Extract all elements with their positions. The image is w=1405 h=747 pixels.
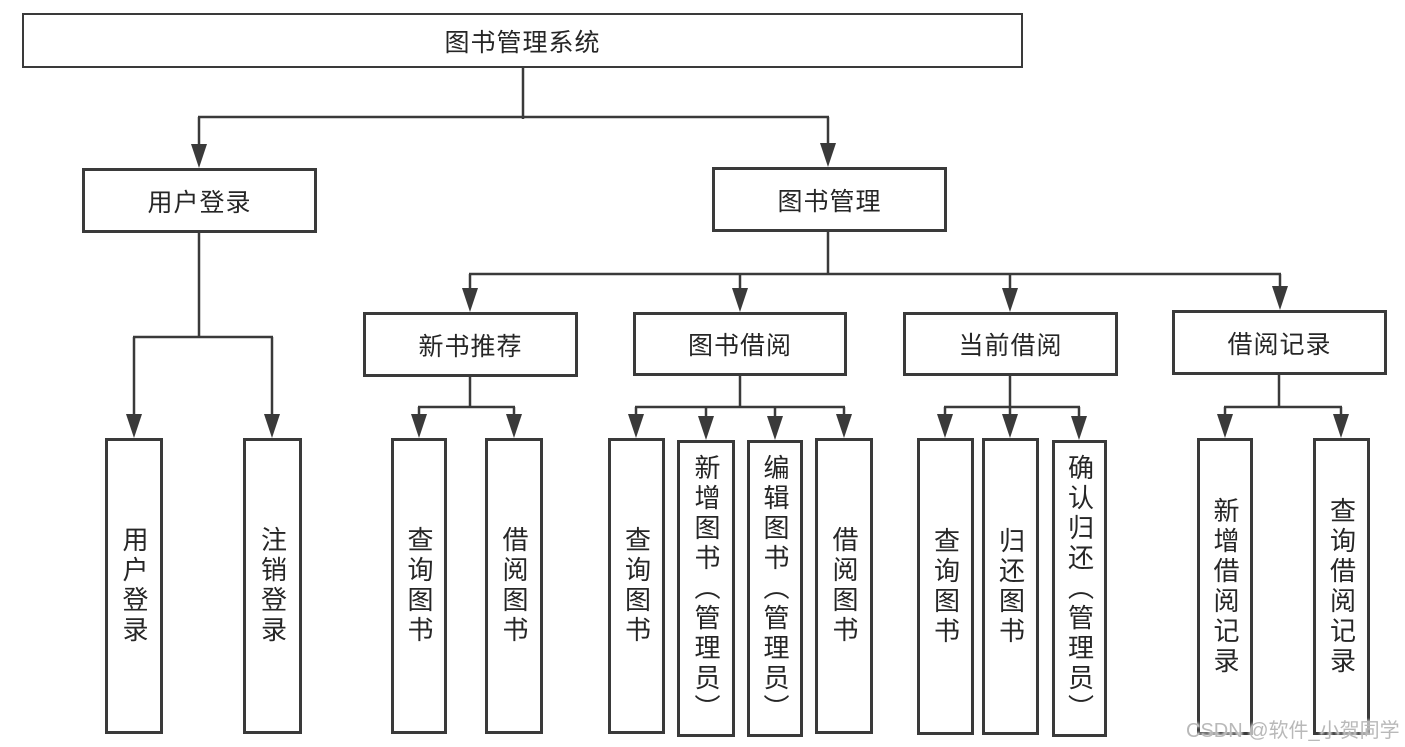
connector-borrow-records-children bbox=[1217, 375, 1349, 438]
node-current-borrow-label: 当前借阅 bbox=[958, 332, 1063, 360]
leaf-confirm-return-admin-label: 确认归还（管理员） bbox=[1064, 453, 1095, 724]
arrowhead bbox=[126, 414, 142, 438]
arrowhead bbox=[820, 143, 836, 167]
leaf-edit-books-admin-label: 编辑图书（管理员） bbox=[760, 453, 790, 724]
node-current-borrow: 当前借阅 bbox=[903, 312, 1118, 376]
connector-root-to-level2 bbox=[191, 68, 836, 168]
leaf-borrow-books-2-label: 借阅图书 bbox=[829, 526, 859, 646]
node-book-borrow-label: 图书借阅 bbox=[687, 332, 792, 360]
node-user-login-label: 用户登录 bbox=[147, 188, 252, 217]
leaf-add-borrow-record: 新增借阅记录 bbox=[1197, 438, 1253, 735]
leaf-query-books-2-label: 查询图书 bbox=[621, 526, 652, 646]
node-library-system-label: 图书管理系统 bbox=[444, 28, 601, 57]
arrowhead bbox=[1333, 414, 1349, 438]
node-book-management: 图书管理 bbox=[712, 167, 947, 232]
leaf-add-books-admin: 新增图书（管理员） bbox=[677, 440, 735, 737]
arrowhead bbox=[1217, 414, 1233, 438]
leaf-add-books-admin-label: 新增图书（管理员） bbox=[691, 453, 721, 724]
leaf-query-books-3: 查询图书 bbox=[917, 438, 974, 735]
arrowhead bbox=[462, 288, 478, 312]
connector-book-borrow-children bbox=[628, 376, 852, 440]
leaf-user-login: 用户登录 bbox=[105, 438, 163, 734]
arrowhead bbox=[732, 288, 748, 312]
leaf-return-books-label: 归还图书 bbox=[995, 526, 1026, 647]
node-new-book-recommend-label: 新书推荐 bbox=[418, 332, 523, 361]
arrowhead bbox=[1002, 414, 1018, 438]
node-book-management-label: 图书管理 bbox=[777, 187, 882, 216]
leaf-query-borrow-record-label: 查询借阅记录 bbox=[1326, 496, 1357, 677]
arrowhead bbox=[506, 414, 522, 438]
leaf-borrow-books-2: 借阅图书 bbox=[815, 438, 873, 734]
arrowhead bbox=[836, 414, 852, 438]
leaf-logout-label: 注销登录 bbox=[257, 526, 288, 646]
leaf-confirm-return-admin: 确认归还（管理员） bbox=[1052, 440, 1107, 737]
leaf-add-borrow-record-label: 新增借阅记录 bbox=[1210, 496, 1240, 677]
leaf-query-books-3-label: 查询图书 bbox=[930, 526, 961, 647]
leaf-logout: 注销登录 bbox=[243, 438, 302, 734]
arrowhead bbox=[937, 414, 953, 438]
leaf-edit-books-admin: 编辑图书（管理员） bbox=[747, 440, 803, 737]
leaf-query-books-1-label: 查询图书 bbox=[404, 526, 434, 646]
arrowhead bbox=[411, 414, 427, 438]
leaf-borrow-books-1: 借阅图书 bbox=[485, 438, 543, 734]
node-library-system: 图书管理系统 bbox=[22, 13, 1023, 68]
leaf-user-login-label: 用户登录 bbox=[119, 526, 149, 646]
connector-user-login-children bbox=[126, 233, 280, 438]
leaf-query-books-2: 查询图书 bbox=[608, 438, 665, 734]
arrowhead bbox=[191, 144, 207, 168]
node-borrow-records-label: 借阅记录 bbox=[1227, 330, 1332, 359]
csdn-watermark: CSDN @软件_小贺同学 bbox=[1186, 720, 1400, 742]
arrowhead bbox=[264, 414, 280, 438]
leaf-query-books-1: 查询图书 bbox=[391, 438, 447, 734]
node-user-login: 用户登录 bbox=[82, 168, 317, 233]
arrowhead bbox=[1071, 416, 1087, 440]
leaf-return-books: 归还图书 bbox=[982, 438, 1039, 735]
leaf-borrow-books-1-label: 借阅图书 bbox=[499, 526, 529, 646]
arrowhead bbox=[1272, 286, 1288, 310]
node-book-borrow: 图书借阅 bbox=[633, 312, 847, 376]
node-borrow-records: 借阅记录 bbox=[1172, 310, 1387, 375]
arrowhead bbox=[628, 414, 644, 438]
connector-current-borrow-children bbox=[937, 376, 1087, 440]
node-new-book-recommend: 新书推荐 bbox=[363, 312, 578, 377]
connector-new-book-recommend-children bbox=[411, 377, 522, 438]
arrowhead bbox=[1002, 288, 1018, 312]
leaf-query-borrow-record: 查询借阅记录 bbox=[1313, 438, 1370, 735]
arrowhead bbox=[698, 416, 714, 440]
connector-book-mgmt-to-level3 bbox=[462, 232, 1288, 312]
arrowhead bbox=[767, 416, 783, 440]
